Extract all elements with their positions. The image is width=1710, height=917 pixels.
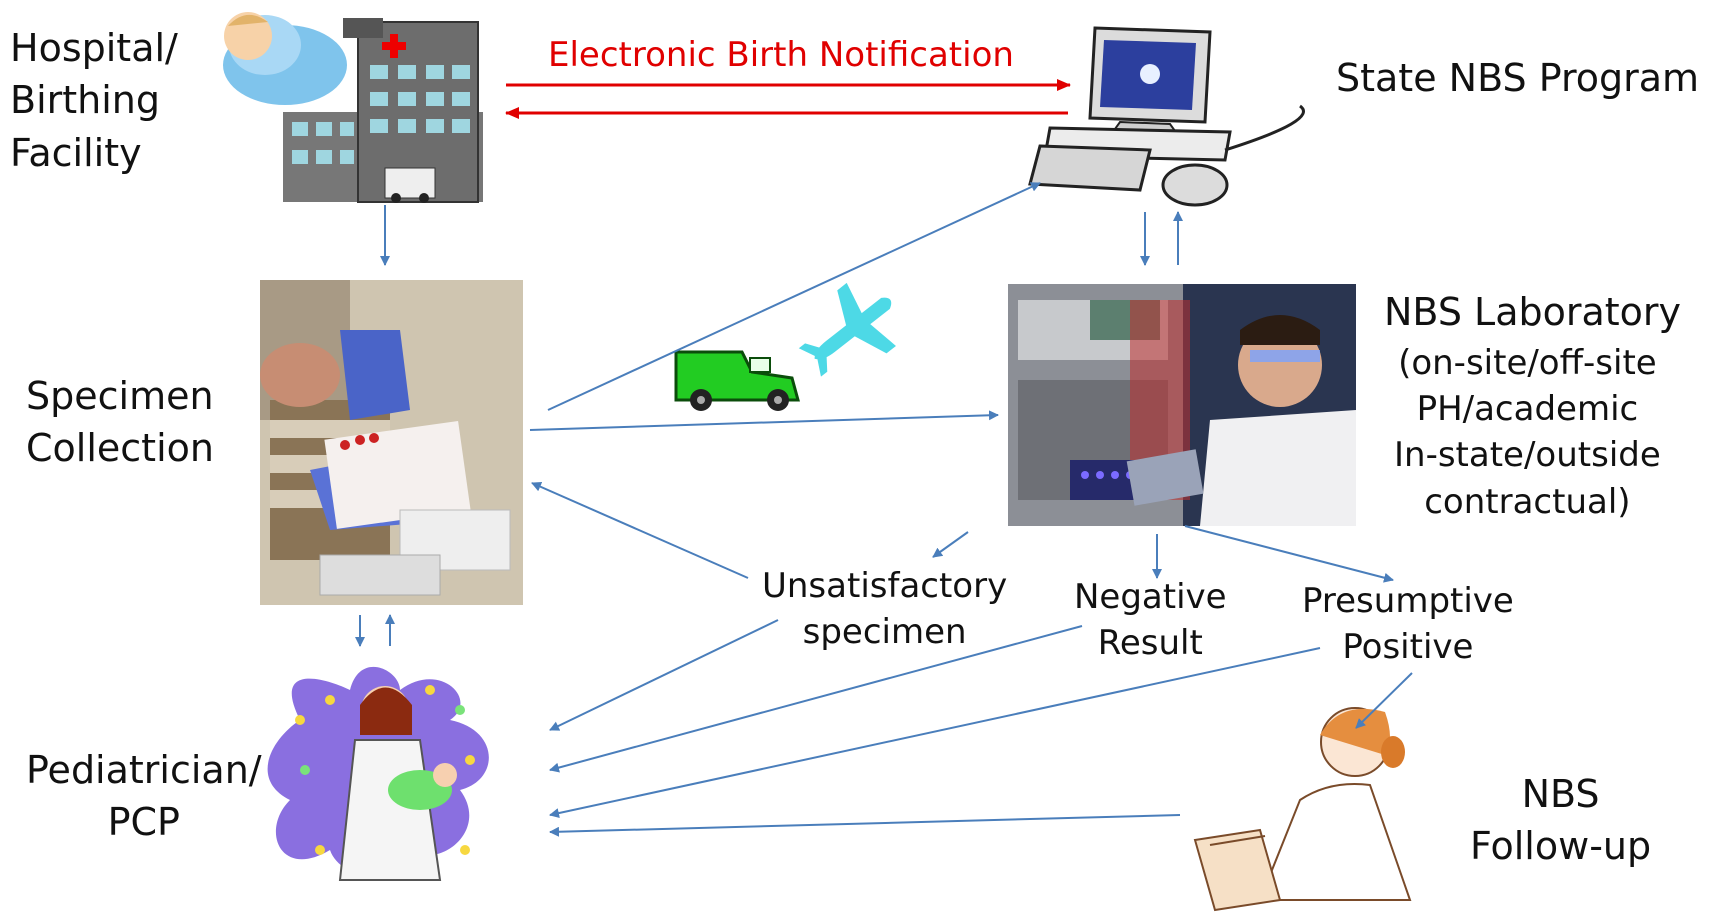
arrow-specimen-to-lab: [529, 410, 999, 431]
computer-icon: [1028, 26, 1305, 207]
hospital-label: Hospital/ Birthing Facility: [10, 22, 178, 179]
hospital-label-line2: Birthing: [10, 78, 160, 123]
arrow-followup-to-pediatrician: [549, 814, 1181, 837]
arrow-lab-to-presumptive: [1184, 525, 1394, 583]
pediatrician-illustration: [267, 666, 489, 881]
unsatisfactory-specimen-label: Unsatisfactory specimen: [762, 563, 1007, 655]
presumptive-line2: Positive: [1342, 627, 1474, 668]
hospital-label-line3: Facility: [10, 130, 142, 175]
hospital-building-icon: [283, 18, 483, 203]
lab-detail-line3: In-state/outside: [1394, 435, 1661, 476]
negative-line1: Negative: [1074, 577, 1227, 617]
arrow-presumptive-to-pediatrician: [549, 647, 1321, 818]
nbs-follow-up-nurse-illustration: [1193, 707, 1412, 912]
state-nbs-program-label: State NBS Program: [1336, 56, 1700, 100]
baby-icon: [223, 12, 347, 105]
specimen-label-line1: Specimen: [26, 374, 214, 418]
negative-result-label: Negative Result: [1074, 574, 1227, 666]
pediatrician-line2: PCP: [107, 800, 180, 845]
hospital-label-line1: Hospital/: [10, 26, 178, 70]
specimen-collection-label: Specimen Collection: [26, 370, 214, 475]
lab-detail-line2: PH/academic: [1416, 389, 1639, 430]
negative-line2: Result: [1097, 623, 1203, 664]
arrow-negative-to-pediatrician: [549, 625, 1083, 773]
followup-line2: Follow-up: [1470, 824, 1652, 869]
nbs-laboratory-photo: [1008, 284, 1356, 526]
presumptive-line1: Presumptive: [1302, 581, 1514, 621]
pediatrician-line1: Pediatrician/: [26, 748, 262, 792]
nbs-laboratory-title: NBS Laboratory: [1384, 290, 1682, 334]
nbs-laboratory-details: (on-site/off-site PH/academic In-state/o…: [1394, 340, 1661, 525]
arrow-unsatisfactory-to-specimen: [531, 482, 749, 579]
arrow-specimen-to-state: [547, 182, 1041, 411]
unsatisfactory-line1: Unsatisfactory: [762, 566, 1008, 606]
electronic-birth-notification-label: Electronic Birth Notification: [548, 35, 1014, 75]
unsatisfactory-line2: specimen: [802, 612, 967, 653]
lab-detail-line1: (on-site/off-site: [1398, 343, 1657, 383]
arrow-presumptive-to-followup: [1355, 672, 1413, 729]
lab-detail-line4: contractual): [1424, 481, 1631, 522]
airplane-icon: [798, 282, 896, 377]
specimen-label-line2: Collection: [26, 426, 214, 471]
presumptive-positive-label: Presumptive Positive: [1302, 578, 1514, 670]
specimen-collection-photo: [260, 280, 523, 605]
nbs-follow-up-label: NBS Follow-up: [1470, 768, 1651, 873]
followup-line1: NBS: [1521, 772, 1600, 816]
arrow-unsatisfactory-to-pediatrician: [549, 619, 779, 731]
pediatrician-label: Pediatrician/ PCP: [26, 744, 262, 849]
arrow-lab-to-unsatisfactory: [932, 531, 969, 558]
delivery-truck-icon: [674, 350, 800, 411]
